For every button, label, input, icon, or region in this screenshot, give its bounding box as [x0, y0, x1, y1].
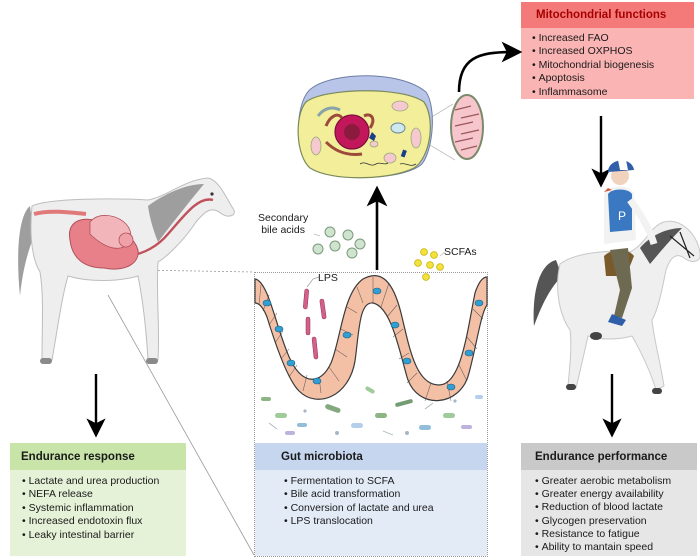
list-item: Ability to mantain speed — [535, 541, 697, 554]
secondary-bile-acids-label: Secondary bile acids — [258, 212, 308, 236]
list-item: Increased OXPHOS — [532, 45, 694, 58]
horse-with-gut-illustration — [18, 177, 235, 364]
mito-guide-bottom — [429, 144, 456, 161]
endurance-performance-title: Endurance performance — [535, 450, 668, 463]
endurance-response-box: Endurance response Lactate and urea prod… — [10, 443, 186, 556]
list-item: Mitochondrial biogenesis — [532, 59, 694, 72]
secondary-bile-acids-line2: bile acids — [261, 224, 305, 236]
villi-epithelium — [254, 274, 488, 402]
cell-illustration — [297, 75, 433, 179]
scfas-label: SCFAs — [444, 246, 477, 258]
endurance-response-title: Endurance response — [21, 450, 135, 463]
rider-horse-illustration: P — [533, 160, 700, 394]
endurance-response-list: Lactate and urea production NEFA release… — [10, 470, 186, 542]
list-item: Reduction of blood lactate — [535, 501, 697, 514]
list-item: Systemic inflammation — [22, 502, 186, 515]
endurance-performance-list: Greater aerobic metabolism Greater energ… — [521, 470, 697, 554]
gut-microbiota-box: Gut microbiota Fermentation to SCFA Bile… — [255, 443, 487, 556]
gut-panel-frame — [254, 272, 488, 557]
list-item: Leaky intestinal barrier — [22, 529, 186, 542]
list-item: Greater energy availability — [535, 488, 697, 501]
gut-microbiota-list: Fermentation to SCFA Bile acid transform… — [255, 470, 487, 529]
list-item: Increased endotoxin flux — [22, 515, 186, 528]
svg-text:P: P — [618, 209, 626, 223]
gut-microbiota-title: Gut microbiota — [281, 450, 363, 463]
scfa-molecules — [414, 248, 447, 281]
endurance-performance-box: Endurance performance Greater aerobic me… — [521, 443, 697, 556]
mitochondrial-functions-title: Mitochondrial functions — [536, 9, 667, 21]
mitochondrial-functions-box: Mitochondrial functions Increased FAO In… — [521, 2, 694, 99]
arrow-mitochondrion-to-functions — [457, 41, 523, 93]
mitochondrial-functions-header: Mitochondrial functions — [521, 2, 694, 28]
mitochondrial-functions-list: Increased FAO Increased OXPHOS Mitochond… — [521, 28, 694, 99]
bile-acid-molecules — [312, 226, 366, 259]
list-item: NEFA release — [22, 488, 186, 501]
list-item: Conversion of lactate and urea — [284, 502, 487, 515]
lps-molecules — [303, 288, 327, 360]
list-item: LPS translocation — [284, 515, 487, 528]
list-item: Increased FAO — [532, 32, 694, 45]
guide-line-top — [137, 269, 255, 273]
list-item: Fermentation to SCFA — [284, 475, 487, 488]
list-item: Lactate and urea production — [22, 475, 186, 488]
list-item: Inflammasome — [532, 86, 694, 99]
list-item: Greater aerobic metabolism — [535, 475, 697, 488]
lps-label: LPS — [318, 272, 338, 284]
secondary-bile-acids-line1: Secondary — [258, 212, 309, 224]
endurance-response-header: Endurance response — [10, 443, 186, 470]
intestinal-villi-illustration — [254, 274, 488, 436]
list-item: Bile acid transformation — [284, 488, 487, 501]
list-item: Resistance to fatigue — [535, 528, 697, 541]
mitochondrion-illustration — [450, 94, 484, 160]
list-item: Apoptosis — [532, 72, 694, 85]
list-item: Glycogen preservation — [535, 515, 697, 528]
endurance-performance-header: Endurance performance — [521, 443, 697, 470]
gut-microbiota-header: Gut microbiota — [255, 443, 487, 470]
guide-line-bottom — [107, 294, 255, 556]
mito-guide-top — [429, 103, 454, 119]
